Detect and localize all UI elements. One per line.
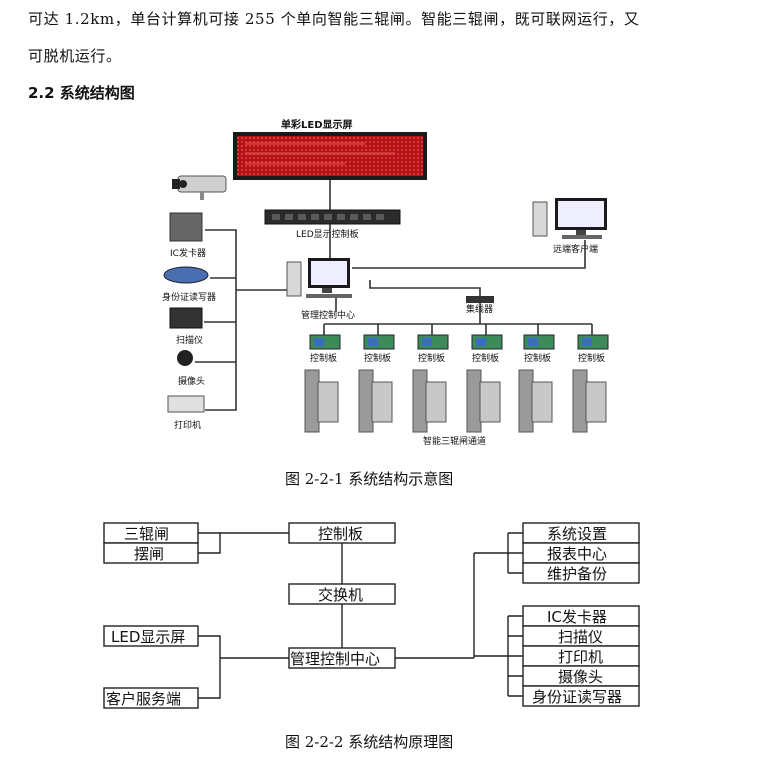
control-board-label-2: 控制板: [364, 352, 391, 364]
box-swing-gate-label: 摆闸: [134, 545, 164, 563]
box-led-display-label: LED显示屏: [111, 628, 185, 646]
box-camera-label: 摄像头: [558, 668, 603, 686]
box-switch-label: 交换机: [318, 586, 363, 604]
ic-card-issuer-icon: [169, 212, 203, 242]
led-screen-label: 单彩LED显示屏: [281, 118, 353, 131]
figure-1-caption: 图 2-2-1 系统结构示意图: [285, 470, 454, 488]
box-report-center-label: 报表中心: [547, 545, 607, 563]
figure-2-caption: 图 2-2-2 系统结构原理图: [285, 733, 454, 751]
turnstile-channel: [304, 369, 607, 433]
mgmt-center-label: 管理控制中心: [301, 309, 355, 321]
control-board-2: [363, 334, 395, 350]
control-board-label-1: 控制板: [310, 352, 337, 364]
turnstile-channel-label: 智能三辊闸通道: [423, 435, 486, 447]
box-management-center-label: 管理控制中心: [290, 650, 380, 668]
control-board-1: [309, 334, 341, 350]
box-printer-label: 打印机: [558, 648, 603, 666]
control-board-3: [417, 334, 449, 350]
control-board-6: [577, 334, 609, 350]
box-control-board-label: 控制板: [318, 525, 363, 543]
hub-icon: [466, 296, 494, 303]
printer-icon: [167, 395, 205, 413]
section-heading: 2.2 系统结构图: [28, 84, 135, 102]
peripheral-label-ic: IC发卡器: [170, 247, 206, 259]
led-controller-label: LED显示控制板: [296, 228, 359, 240]
camera-icon: [172, 175, 227, 200]
box-maintenance-backup-label: 维护备份: [547, 565, 607, 583]
peripheral-label-camera: 摄像头: [178, 375, 205, 387]
box-scanner-label: 扫描仪: [558, 628, 603, 646]
remote-client-computer-icon: [532, 198, 607, 239]
box-turnstile-label: 三辊闸: [124, 525, 169, 543]
control-board-5: [523, 334, 555, 350]
block-diagram-connectors: [198, 532, 523, 699]
control-board-4: [471, 334, 503, 350]
intro-line-1: 可达 1.2km，单台计算机可接 255 个单向智能三辊闸。智能三辊闸，既可联网…: [28, 10, 640, 28]
intro-line-2: 可脱机运行。: [28, 47, 122, 65]
box-system-settings-label: 系统设置: [547, 525, 607, 543]
scanner-icon: [169, 307, 203, 329]
box-client-service-label: 客户服务端: [106, 690, 181, 708]
control-board-label-4: 控制板: [472, 352, 499, 364]
peripheral-label-scanner: 扫描仪: [176, 334, 203, 346]
led-controller: [264, 209, 401, 225]
peripheral-label-printer: 打印机: [174, 419, 201, 431]
webcam-icon: [177, 350, 193, 366]
box-ic-card-issuer-label: IC发卡器: [547, 608, 607, 626]
control-board-label-3: 控制板: [418, 352, 445, 364]
remote-client-label: 远端客户端: [553, 243, 598, 255]
control-board-label-6: 控制板: [578, 352, 605, 364]
box-id-card-reader-label: 身份证读写器: [532, 688, 622, 706]
management-computer-icon: [286, 258, 352, 298]
id-card-reader-icon: [163, 266, 209, 284]
led-screen: [233, 132, 427, 180]
peripheral-label-id-reader: 身份证读写器: [162, 291, 216, 303]
control-board-label-5: 控制板: [524, 352, 551, 364]
